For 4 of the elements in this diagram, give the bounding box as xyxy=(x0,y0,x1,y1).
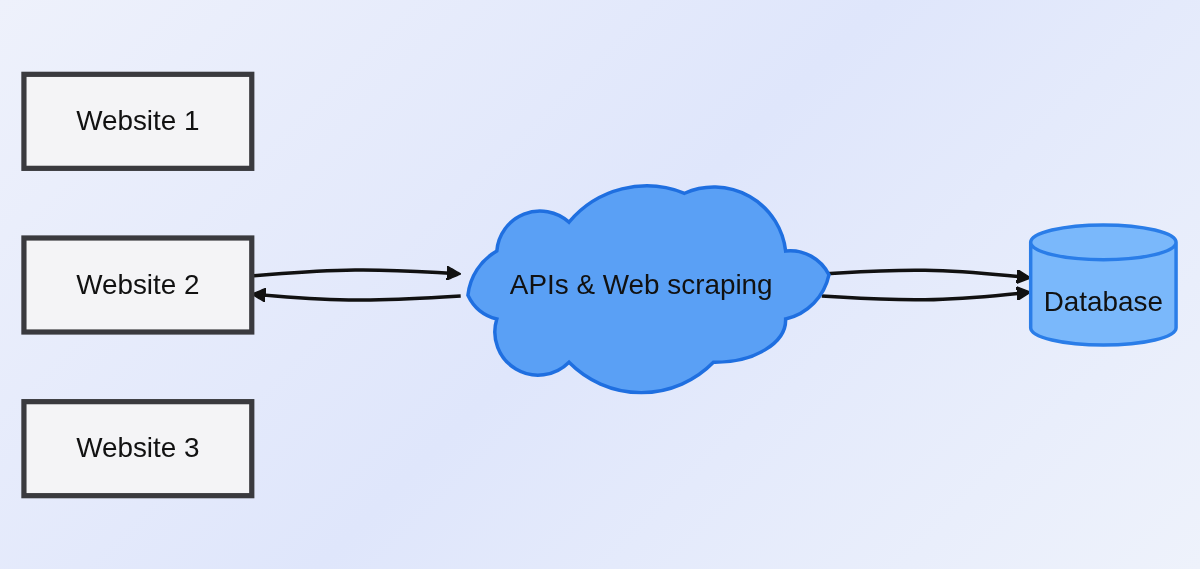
node-box: Website 3 xyxy=(21,398,255,498)
node-box: Website 1 xyxy=(21,71,255,171)
node-box: Website 2 xyxy=(21,234,255,335)
arrow xyxy=(821,285,1032,302)
